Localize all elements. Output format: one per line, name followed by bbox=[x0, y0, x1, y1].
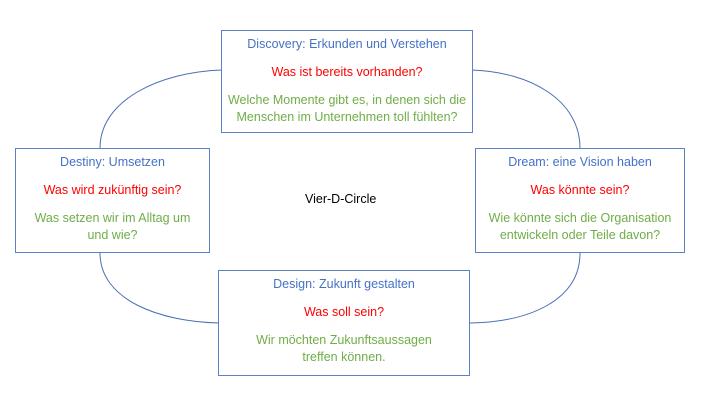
connector-discovery-dream bbox=[471, 69, 581, 149]
center-label: Vier-D-Circle bbox=[305, 192, 377, 206]
dream-title: Dream: eine Vision haben bbox=[508, 155, 652, 169]
dream-box: Dream: eine Vision haben Was könnte sein… bbox=[475, 148, 685, 253]
connector-dream-design bbox=[469, 252, 581, 324]
design-title: Design: Zukunft gestalten bbox=[273, 277, 415, 291]
destiny-question: Was wird zukünftig sein? bbox=[43, 183, 182, 197]
design-box: Design: Zukunft gestalten Was soll sein?… bbox=[218, 270, 470, 376]
destiny-box: Destiny: Umsetzen Was wird zukünftig sei… bbox=[15, 148, 210, 253]
connector-destiny-discovery bbox=[99, 69, 223, 149]
discovery-title: Discovery: Erkunden und Verstehen bbox=[247, 37, 447, 51]
discovery-description: Welche Momente gibt es, in denen sich di… bbox=[227, 93, 467, 124]
destiny-title: Destiny: Umsetzen bbox=[60, 155, 165, 169]
design-question: Was soll sein? bbox=[303, 305, 385, 319]
discovery-question: Was ist bereits vorhanden? bbox=[271, 65, 423, 79]
discovery-box: Discovery: Erkunden und Verstehen Was is… bbox=[221, 30, 473, 133]
dream-question: Was könnte sein? bbox=[530, 183, 630, 197]
design-description: Wir möchten Zukunftsaussagen treffen kön… bbox=[256, 333, 432, 364]
dream-description: Wie könnte sich die Organisation entwick… bbox=[488, 211, 672, 242]
connector-design-destiny bbox=[99, 252, 221, 324]
destiny-description: Was setzen wir im Alltag um und wie? bbox=[34, 211, 191, 242]
